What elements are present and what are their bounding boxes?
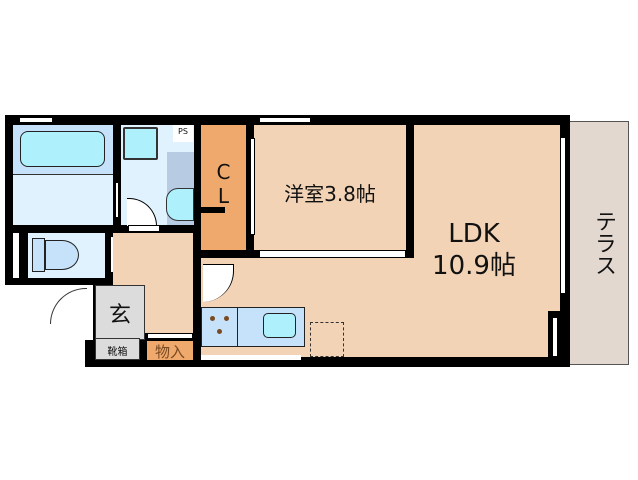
stove bbox=[201, 307, 238, 347]
shoe-box bbox=[95, 338, 140, 360]
bathroom-window bbox=[20, 117, 52, 123]
refrigerator-space bbox=[310, 322, 344, 357]
hallway-door-top bbox=[128, 225, 160, 232]
closet-label-c: C bbox=[216, 160, 231, 184]
sink bbox=[263, 313, 296, 338]
ldk-corner-window bbox=[553, 318, 557, 356]
closet-partition bbox=[201, 207, 225, 213]
pipe-space-label: PS bbox=[178, 127, 188, 136]
front-door-wall bbox=[85, 285, 93, 340]
washbasin bbox=[123, 127, 158, 160]
storage bbox=[147, 341, 193, 360]
western-room-sliding-door[interactable] bbox=[260, 250, 405, 258]
ldk-sliding-window[interactable] bbox=[560, 138, 566, 293]
storage-label: 物入 bbox=[154, 343, 185, 361]
ldk-label-name: LDK bbox=[448, 219, 500, 249]
toilet-tank bbox=[32, 238, 45, 272]
closet-label-l: L bbox=[217, 184, 230, 208]
storage-door[interactable] bbox=[147, 333, 193, 339]
western-room bbox=[254, 125, 406, 250]
bathtub bbox=[20, 131, 105, 167]
pipe-space bbox=[173, 125, 193, 142]
wall-bath-wash bbox=[113, 125, 121, 225]
stove-burner-3 bbox=[217, 329, 222, 334]
front-door[interactable] bbox=[50, 288, 87, 324]
toilet-bowl bbox=[45, 240, 79, 270]
stove-burner-1 bbox=[210, 316, 215, 321]
closet-label: C L bbox=[201, 160, 246, 208]
stove-burner-2 bbox=[224, 316, 229, 321]
toilet-window bbox=[13, 233, 19, 278]
terrace-label: テラス bbox=[591, 210, 616, 276]
entrance bbox=[95, 285, 145, 340]
ldk-label: LDK 10.9帖 bbox=[414, 218, 534, 282]
ldk-label-size: 10.9帖 bbox=[432, 251, 516, 281]
bathroom-door[interactable] bbox=[115, 182, 119, 218]
kitchen-window bbox=[201, 355, 301, 360]
western-room-label: 洋室3.8帖 bbox=[284, 182, 376, 206]
shoe-box-label: 靴箱 bbox=[107, 347, 128, 358]
closet-sliding-door[interactable] bbox=[250, 138, 255, 235]
closet bbox=[201, 125, 246, 250]
western-room-window[interactable] bbox=[260, 117, 310, 123]
washing-machine bbox=[166, 188, 194, 221]
entrance-label: 玄 bbox=[108, 303, 131, 328]
